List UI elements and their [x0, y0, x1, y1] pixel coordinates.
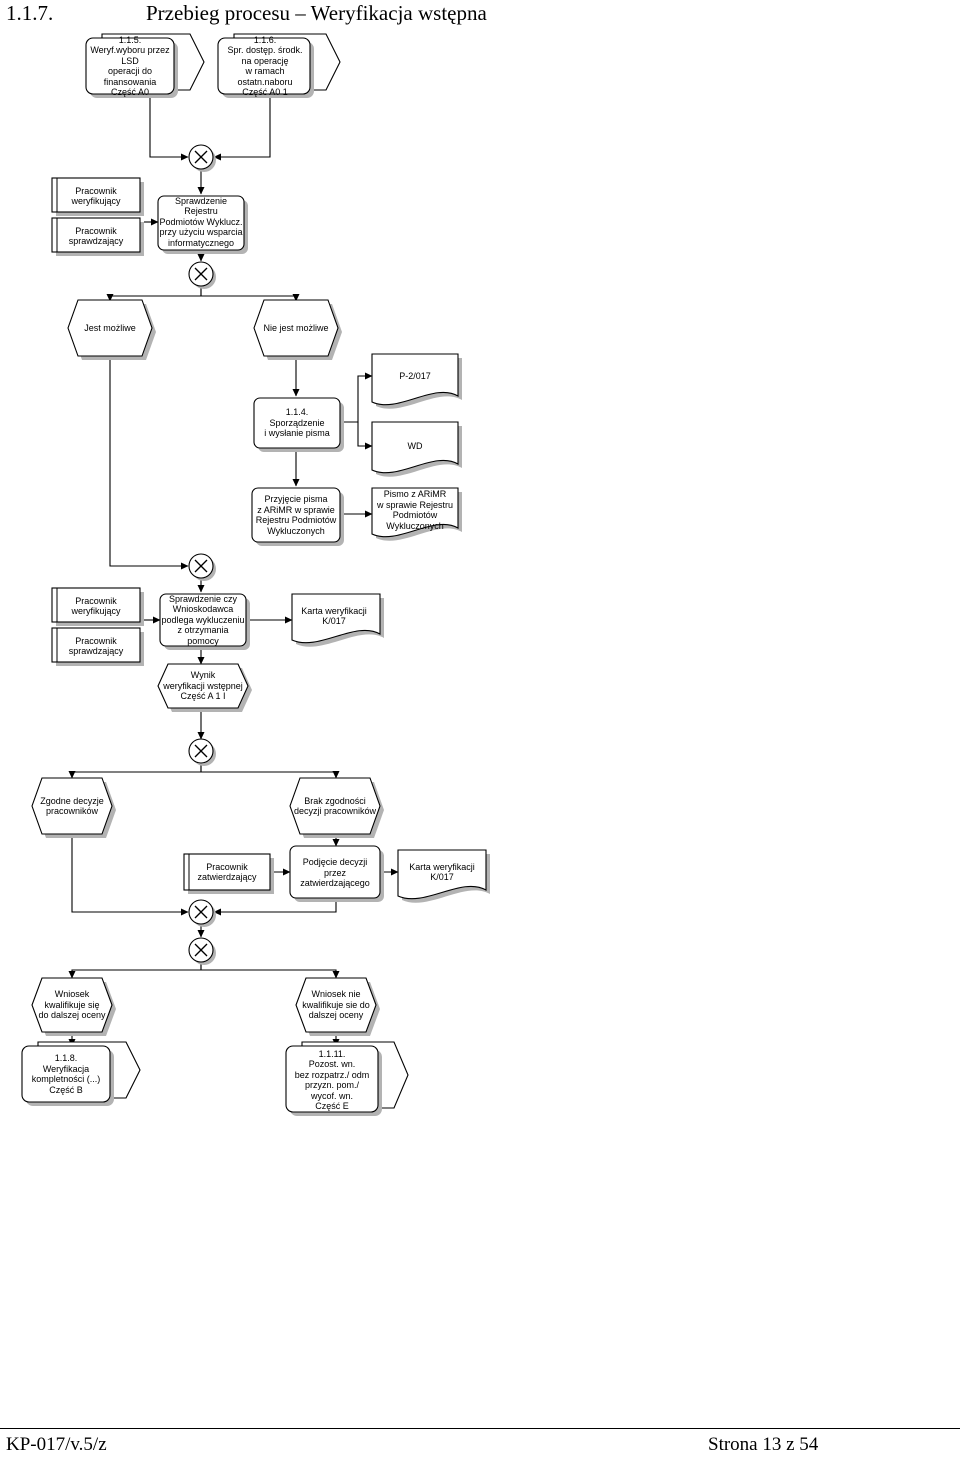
page-title: Przebieg procesu – Weryfikacja wstępna [146, 1, 487, 25]
xor-connector [188, 937, 216, 965]
event-not-qualifies [295, 977, 380, 1036]
role-box-approver [183, 853, 274, 894]
role-box-checker-2 [51, 627, 144, 666]
event-label-inconsistent: Brak zgodności decyzji pracowników [293, 795, 377, 817]
function-label-decision: Podjęcie decyzji przez zatwierdzającego [300, 857, 370, 889]
footer-rule [0, 1428, 960, 1429]
connector-line [71, 834, 189, 916]
connector-line [106, 287, 202, 302]
document-label-verification-card-1: Karta weryfikacji K/017 [301, 605, 367, 627]
event-consistent [31, 777, 116, 838]
event-label-possible: Jest możliwe [84, 322, 136, 333]
role-label-approver: Pracownik zatwierdzający [197, 861, 257, 883]
connector-line [68, 962, 202, 979]
event-not-possible [253, 299, 342, 360]
event-qualifies [31, 977, 116, 1036]
connector-line [200, 764, 340, 779]
role-label-checker-1: Pracownik sprawdzający [68, 225, 124, 247]
event-label-letter-received: Przyjęcie pisma z ARiMR w sprawie Rejest… [255, 494, 337, 536]
connector-line [213, 898, 337, 916]
process-interface-weryfikacja-wyboru [85, 33, 205, 98]
function-box-decision [289, 845, 384, 902]
function-label-check-register: Sprawdzenie Rejestru Podmiotów Wyklucz. … [159, 195, 243, 248]
event-label-not-possible: Nie jest możliwe [263, 322, 329, 333]
event-label-not-qualifies: Wniosek nie kwalifikuje sie do dalszej o… [302, 989, 370, 1021]
xor-connector [188, 144, 216, 172]
function-box-check-register [157, 195, 248, 254]
connector-line [109, 356, 189, 570]
section-number: 1.1.7. [6, 1, 54, 25]
page-footer: KP-017/v.5/z Strona 13 z 54 [0, 1428, 960, 1457]
process-interface-label-completeness: 1.1.8. Weryfikacja kompletności (...) Cz… [31, 1053, 101, 1095]
diagram-shapes [21, 33, 490, 1116]
page-heading: 1.1.7. Przebieg procesu – Weryfikacja ws… [0, 0, 960, 30]
document-verification-card-2 [397, 849, 490, 903]
process-interface-label-weryfikacja-wyboru: 1.1.5. Weryf.wyboru przez LSD operacji d… [90, 34, 170, 98]
process-flow-diagram [21, 33, 490, 1116]
event-inconsistent [289, 777, 384, 838]
role-label-verifier-2: Pracownik weryfikujący [71, 595, 121, 617]
connector-line [340, 372, 373, 423]
role-label-checker-2: Pracownik sprawdzający [68, 635, 124, 657]
connector-line [200, 287, 300, 302]
xor-connector [188, 553, 216, 581]
process-interface-completeness [21, 1041, 141, 1106]
document-label-letter-arimr: Pismo z ARiMR w sprawie Rejestru Podmiot… [376, 489, 454, 531]
process-interface-label-dostepnosc-srodkow: 1.1.6. Spr. dostęp. środk. na operację w… [227, 34, 303, 98]
role-box-checker-1 [51, 217, 144, 256]
role-box-verifier-1 [51, 177, 144, 216]
role-box-verifier-2 [51, 587, 144, 626]
function-label-letter: 1.1.4. Sporządzenie i wysłanie pisma [264, 407, 330, 439]
event-result [157, 663, 252, 712]
document-label-p2017: P-2/017 [399, 370, 431, 381]
document-label-wd: WD [407, 440, 423, 451]
function-box-check-applicant [159, 593, 250, 650]
connector-line [213, 96, 271, 161]
connector-line [200, 962, 340, 979]
document-letter-arimr [371, 487, 462, 541]
connector-line [68, 764, 202, 779]
function-box-letter [253, 397, 344, 452]
xor-connector [188, 738, 216, 766]
document-verification-card-1 [291, 593, 384, 647]
event-label-result: Wynik weryfikacji wstępnej Część A 1 I [163, 670, 243, 702]
xor-connector [188, 899, 216, 927]
connector-line [149, 96, 189, 161]
event-label-qualifies: Wniosek kwalifikuje się do dalszej oceny [38, 989, 106, 1021]
xor-connector [188, 261, 216, 289]
role-label-verifier-1: Pracownik weryfikujący [71, 185, 121, 207]
document-p2017 [371, 353, 462, 409]
event-possible [67, 299, 156, 360]
document-label-verification-card-2: Karta weryfikacji K/017 [409, 861, 475, 883]
function-label-check-applicant: Sprawdzenie czy Wnioskodawca podlega wyk… [161, 593, 245, 646]
process-interface-dostepnosc-srodkow [217, 33, 341, 98]
page-number: Strona 13 z 54 [708, 1434, 819, 1455]
event-box-letter-received [251, 487, 344, 546]
process-interface-leave [285, 1041, 409, 1116]
event-label-consistent: Zgodne decyzje pracowników [40, 795, 104, 817]
document-wd [371, 421, 462, 477]
connector-line [357, 422, 373, 450]
connector-lines [68, 96, 399, 1047]
process-interface-label-leave: 1.1.11. Pozost. wn. bez rozpatrz./ odm p… [294, 1048, 370, 1112]
document-code: KP-017/v.5/z [6, 1434, 107, 1455]
